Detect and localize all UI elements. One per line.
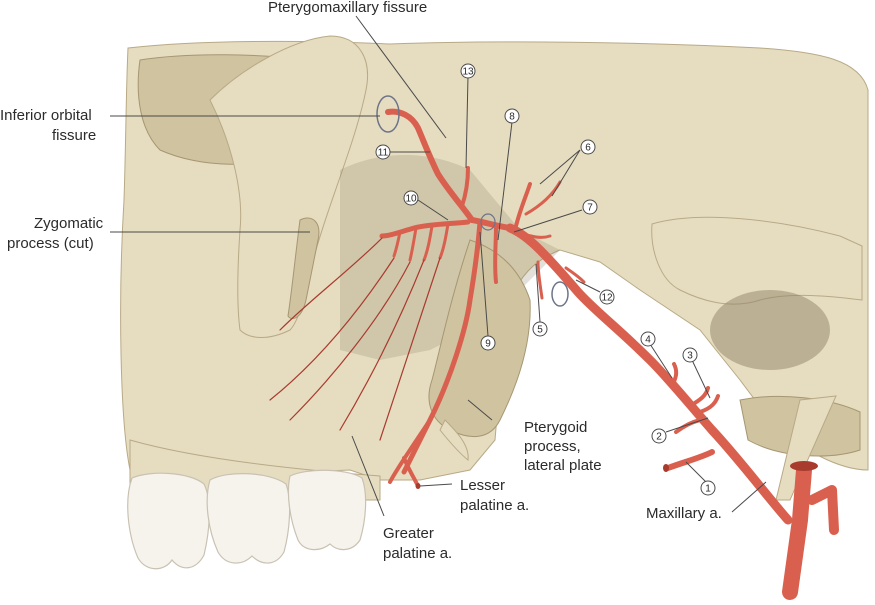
label-lesser-palatine-2: palatine a. [460,497,529,514]
external-carotid-trunk [782,462,812,600]
branch-4 [670,362,679,388]
maxillary-artery-tree [269,108,839,600]
ppf-segment [469,217,513,231]
maxillary-artery-trunk [505,223,793,525]
branch-8 [493,224,498,284]
branch-6a [514,182,532,228]
marker-3: 3 [682,347,698,363]
number-markers: 1 2 3 4 5 6 7 8 9 10 11 12 13 [375,63,716,496]
marker-5: 5 [532,321,548,337]
label-pterygoid-process-3: lateral plate [524,457,602,474]
label-zygomatic-process-2: process (cut) [7,235,94,252]
branch-10 [379,219,471,239]
marker-1: 1 [700,480,716,496]
svg-text:9: 9 [485,339,491,350]
maxillary-teeth [127,469,367,570]
label-pterygoid-process-2: process, [524,438,581,455]
marker-13: 13 [460,63,476,79]
svg-text:12: 12 [601,293,613,304]
svg-text:1: 1 [705,484,711,495]
branch-3 [688,386,720,414]
svg-text:4: 4 [645,335,651,346]
inferior-orbital-ring [376,95,400,133]
label-greater-palatine-2: palatine a. [383,545,452,562]
superficial-temporal-branch [807,485,839,535]
label-pterygoid-process-1: Pterygoid [524,419,587,436]
marker-2: 2 [651,428,667,444]
svg-text:7: 7 [587,203,593,214]
marker-12: 12 [599,289,615,305]
label-lesser-palatine-1: Lesser [460,477,505,494]
marker-8: 8 [504,108,520,124]
label-inferior-orbital-fissure-1: Inferior orbital [0,107,92,124]
marker-10: 10 [403,190,419,206]
svg-text:13: 13 [462,67,474,78]
svg-text:8: 8 [509,112,515,123]
branch-7 [512,230,552,239]
marker-11: 11 [375,144,391,160]
label-greater-palatine-1: Greater [383,525,434,542]
leader-lines [110,15,767,517]
svg-text:11: 11 [378,148,389,159]
branch-6b [524,180,562,216]
svg-text:5: 5 [537,325,543,336]
sphenopalatine-ring [480,213,496,231]
foramen-ring [551,281,569,307]
svg-text:3: 3 [687,351,693,362]
molar-1 [127,472,210,570]
label-inferior-orbital-fissure-2: fissure [52,127,96,144]
marker-7: 7 [582,199,598,215]
branch-5 [536,260,544,300]
branch-12 [564,266,586,284]
molar-3 [287,469,367,551]
branch-1 [665,449,715,471]
label-zygomatic-process-1: Zygomatic [34,215,104,232]
text-labels: Pterygomaxillary fissure Inferior orbita… [0,0,722,562]
marker-6: 6 [580,139,596,155]
marker-4: 4 [640,331,656,347]
descending-palatine [401,219,483,475]
branch-13 [460,166,470,208]
svg-text:2: 2 [656,432,662,443]
svg-text:10: 10 [405,194,417,205]
label-pterygomaxillary-fissure: Pterygomaxillary fissure [268,0,427,16]
label-maxillary-artery: Maxillary a. [646,505,722,522]
artery-cut-end [790,461,818,471]
svg-text:6: 6 [585,143,591,154]
molar-2 [206,473,291,564]
marker-9: 9 [480,335,496,351]
